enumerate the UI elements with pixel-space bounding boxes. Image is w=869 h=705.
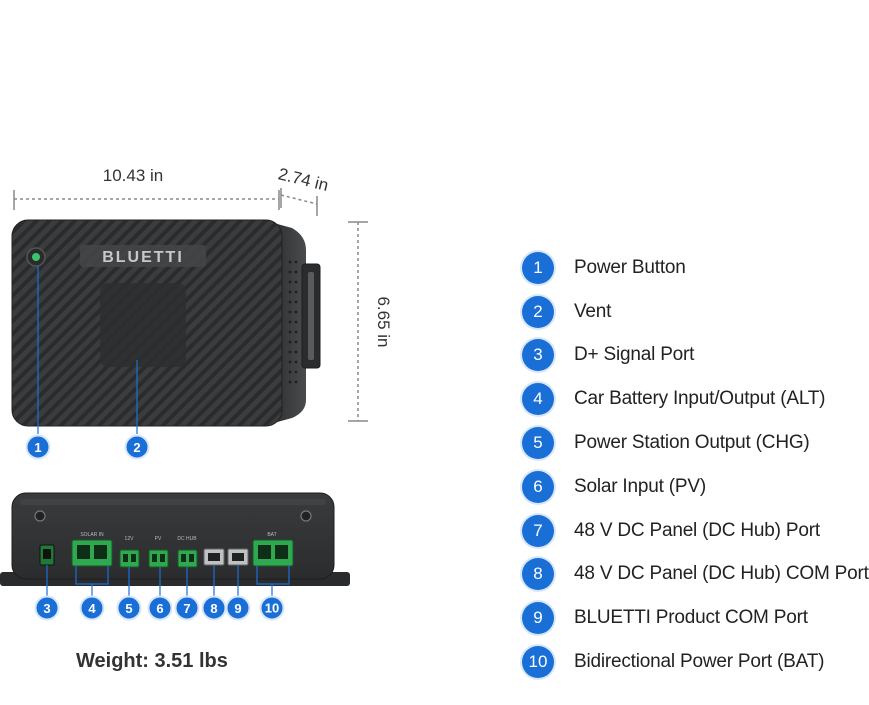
legend-label: Car Battery Input/Output (ALT): [574, 388, 826, 410]
svg-text:7: 7: [183, 601, 190, 616]
callout-badge-8: 8: [201, 595, 227, 621]
legend-number-badge: 7: [522, 514, 554, 547]
callout-badge-6: 6: [147, 595, 173, 621]
legend-item: 1 Power Button: [522, 246, 857, 290]
legend-number-badge: 4: [522, 383, 554, 416]
height-label: 6.65 in: [374, 296, 393, 347]
legend-item: 8 48 V DC Panel (DC Hub) COM Port: [522, 553, 869, 597]
svg-text:2: 2: [133, 440, 140, 455]
legend-label: Power Station Output (CHG): [574, 432, 810, 454]
legend-label: 48 V DC Panel (DC Hub) Port: [574, 519, 820, 541]
port-alt: [71, 539, 113, 567]
svg-text:1: 1: [34, 440, 41, 455]
legend-item: 5 Power Station Output (CHG): [522, 421, 857, 465]
height-dimension: 6.65 in: [348, 221, 393, 422]
port-bat: [252, 539, 294, 567]
width-label: 10.43 in: [103, 166, 164, 185]
legend-label: Power Button: [574, 256, 686, 278]
legend-label: Bidirectional Power Port (BAT): [574, 651, 825, 673]
legend-number-badge: 1: [522, 251, 554, 284]
port-dc-hub: [177, 549, 198, 568]
port-legend: 1 Power Button 2 Vent 3 D+ Signal Port 4…: [522, 246, 869, 684]
port-silkscreen-pv: PV: [155, 536, 162, 542]
legend-label: 48 V DC Panel (DC Hub) COM Port: [574, 563, 869, 585]
device-illustration: 10.43 in 2.74 in 6.65 in: [0, 164, 393, 621]
legend-number-badge: 3: [522, 339, 554, 372]
legend-item: 3 D+ Signal Port: [522, 334, 857, 378]
device-ports-view: SOLAR IN 12V PV DC HUB BAT: [0, 492, 350, 586]
callout-badge-4: 4: [79, 595, 105, 621]
width-dimension: 10.43 in: [13, 166, 280, 210]
port-silkscreen-dchub: DC HUB: [177, 536, 197, 542]
legend-label: Vent: [574, 300, 612, 322]
product-diagram: 10.43 in 2.74 in 6.65 in: [0, 164, 869, 684]
port-silkscreen-12v: 12V: [125, 536, 135, 542]
port-chg: [119, 549, 140, 568]
svg-text:3: 3: [43, 601, 50, 616]
legend-item: 10 Bidirectional Power Port (BAT): [522, 640, 857, 684]
legend-item: 4 Car Battery Input/Output (ALT): [522, 377, 857, 421]
callout-badge-5: 5: [116, 595, 142, 621]
legend-number-badge: 2: [522, 295, 554, 328]
port-silkscreen-solar: SOLAR IN: [80, 532, 104, 538]
legend-number-badge: 6: [522, 470, 554, 503]
svg-text:10: 10: [265, 601, 279, 616]
legend-label: D+ Signal Port: [574, 344, 695, 366]
weight-label: Weight: 3.51 lbs: [76, 650, 228, 672]
legend-item: 2 Vent: [522, 290, 857, 334]
brand-logo: BLUETTI: [102, 249, 184, 266]
callout-badge-9: 9: [225, 595, 251, 621]
port-dc-hub-com: [203, 548, 225, 566]
legend-number-badge: 9: [522, 602, 554, 635]
callout-badge-10: 10: [259, 595, 285, 621]
svg-text:6: 6: [156, 601, 163, 616]
legend-label: BLUETTI Product COM Port: [574, 607, 808, 629]
callout-badge-3: 3: [34, 595, 60, 621]
legend-number-badge: 10: [522, 646, 554, 679]
callout-badge-7: 7: [174, 595, 200, 621]
legend-label: Solar Input (PV): [574, 475, 706, 497]
device-front-view: BLUETTI: [11, 219, 321, 427]
legend-number-badge: 8: [522, 558, 554, 591]
legend-item: 6 Solar Input (PV): [522, 465, 857, 509]
legend-number-badge: 5: [522, 427, 554, 460]
port-silkscreen-bat: BAT: [267, 532, 276, 538]
port-bluetti-com: [227, 548, 249, 566]
svg-text:5: 5: [125, 601, 132, 616]
depth-label: 2.74 in: [276, 164, 330, 195]
legend-item: 7 48 V DC Panel (DC Hub) Port: [522, 509, 857, 553]
svg-text:9: 9: [234, 601, 241, 616]
depth-dimension: 2.74 in: [276, 164, 330, 216]
port-pv: [148, 549, 169, 568]
callout-badge-2: 2: [124, 434, 150, 460]
svg-text:4: 4: [88, 601, 96, 616]
svg-text:8: 8: [210, 601, 217, 616]
callout-badge-1: 1: [25, 434, 51, 460]
legend-item: 9 BLUETTI Product COM Port: [522, 596, 857, 640]
